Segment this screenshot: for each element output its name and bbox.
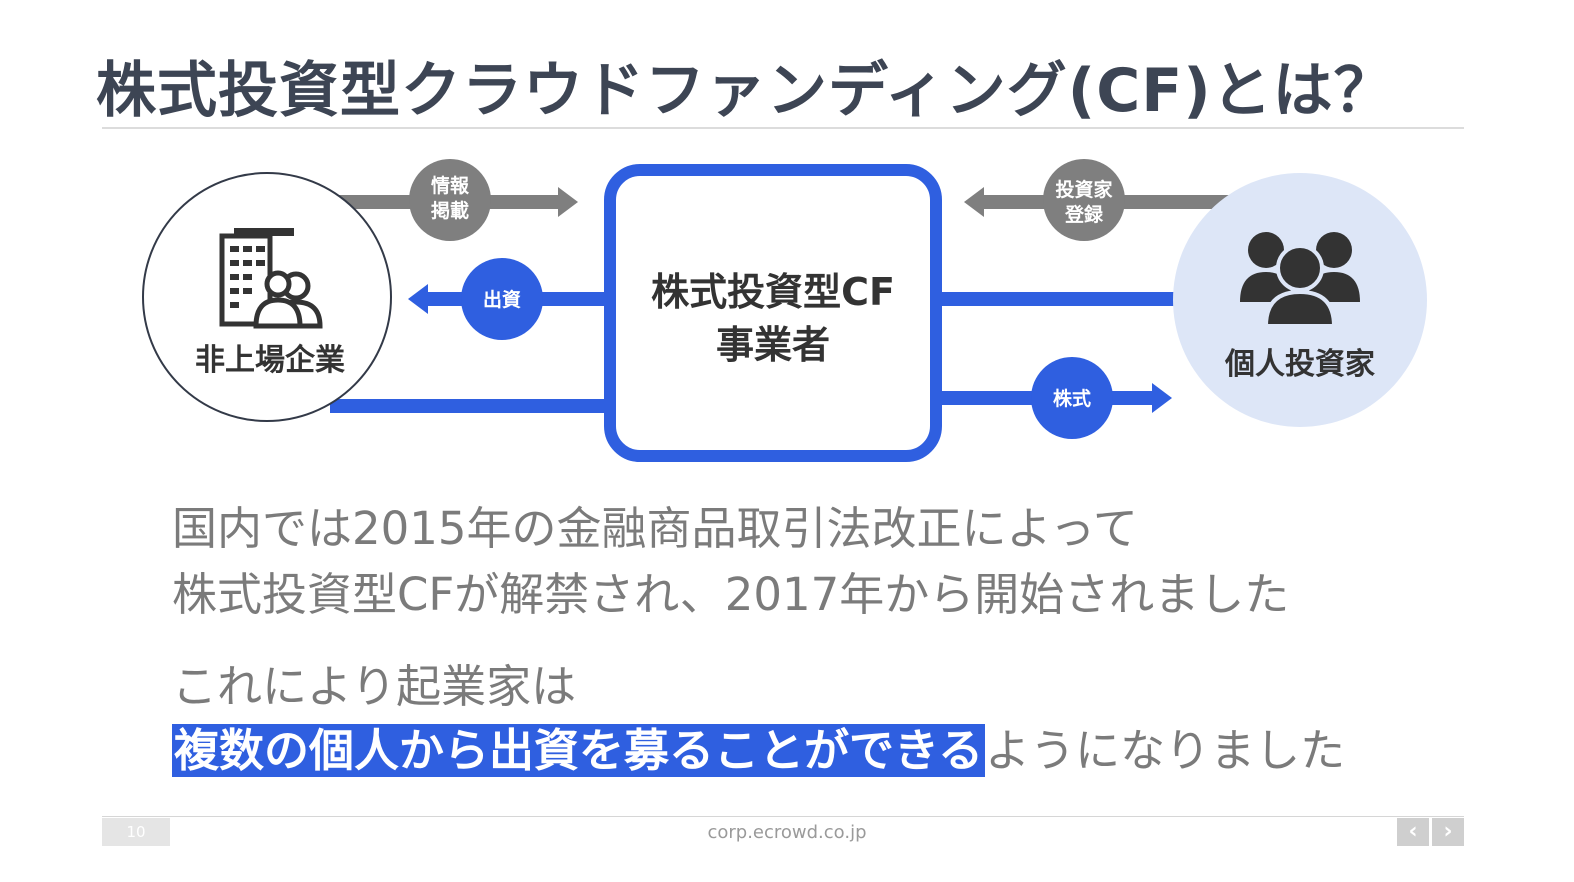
investor-registration-label-1: 投資家: [1055, 178, 1113, 201]
investor-registration-arrow: 投資家 登録: [964, 159, 1233, 241]
prev-slide-button[interactable]: ‹: [1397, 818, 1429, 846]
title-divider: [102, 127, 1464, 129]
flow-diagram: 情報 掲載 投資家 登録 出資 株式 株式投資型CF 事業者: [142, 159, 1427, 462]
chevron-right-icon: ›: [1443, 819, 1453, 844]
cf-operator-box: 株式投資型CF 事業者: [604, 164, 942, 462]
shares-arrow: 株式: [935, 357, 1172, 439]
operator-label-2: 事業者: [716, 323, 830, 367]
investment-arrow: 出資: [408, 258, 1175, 340]
footer-divider: [102, 816, 1464, 817]
slide-title: 株式投資型クラウドファンディング(CF)とは？: [96, 56, 1395, 126]
office-building-people-icon: [219, 228, 323, 329]
investment-label: 出資: [483, 288, 521, 311]
shares-label: 株式: [1053, 387, 1091, 410]
unlisted-company-label: 非上場企業: [195, 343, 345, 378]
body-line-3: これにより起業家は: [172, 660, 577, 713]
body-line-4: 複数の個人から出資を募ることができるようになりました: [172, 718, 1502, 784]
unlisted-company-node: 非上場企業: [142, 172, 392, 422]
body-line-4-rest: ようになりました: [985, 724, 1346, 777]
info-listing-arrow: 情報 掲載: [330, 159, 578, 241]
info-listing-label-1: 情報: [431, 174, 470, 197]
investor-registration-label-2: 登録: [1064, 203, 1104, 226]
body-line-2: 株式投資型CFが解禁され、2017年から開始されました: [172, 568, 1290, 621]
highlighted-phrase: 複数の個人から出資を募ることができる: [172, 724, 986, 777]
individual-investor-label: 個人投資家: [1224, 347, 1375, 382]
info-listing-label-2: 掲載: [431, 199, 469, 222]
people-group-icon: [1240, 232, 1360, 328]
next-slide-button[interactable]: ›: [1432, 818, 1464, 846]
individual-investor-node: 個人投資家: [1173, 173, 1427, 427]
footer-url: corp.ecrowd.co.jp: [707, 822, 867, 843]
body-line-1: 国内では2015年の金融商品取引法改正によって: [172, 502, 1138, 555]
page-number: 10: [102, 818, 170, 846]
chevron-left-icon: ‹: [1408, 819, 1418, 844]
operator-label-1: 株式投資型CF: [651, 270, 895, 314]
company-operator-line: [330, 399, 612, 413]
